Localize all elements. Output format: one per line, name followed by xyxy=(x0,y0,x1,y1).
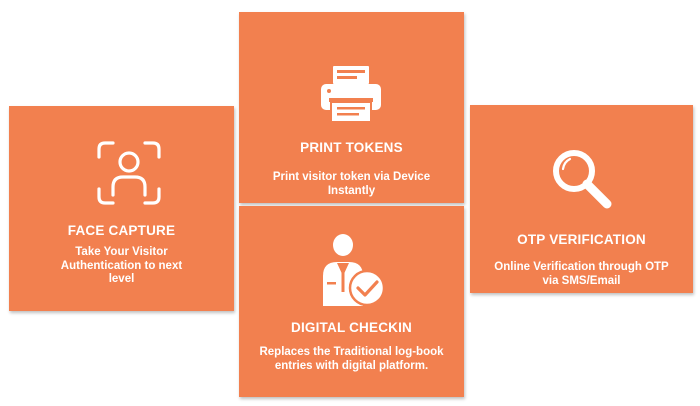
otp-verification-card: OTP VERIFICATION Online Verification thr… xyxy=(470,105,693,293)
magnifier-icon xyxy=(550,147,614,211)
print-tokens-description: Print visitor token via Device Instantly xyxy=(272,171,431,197)
face-capture-title: FACE CAPTURE xyxy=(67,223,176,238)
otp-verification-description: Online Verification through OTP via SMS/… xyxy=(494,261,669,287)
digital-checkin-description: Replaces the Traditional log-book entrie… xyxy=(259,346,444,372)
otp-verification-title: OTP VERIFICATION xyxy=(517,232,646,247)
verified-user-icon xyxy=(321,232,387,308)
face-capture-card: FACE CAPTURE Take Your Visitor Authentic… xyxy=(9,106,234,311)
print-tokens-card: PRINT TOKENS Print visitor token via Dev… xyxy=(239,12,464,203)
digital-checkin-card: DIGITAL CHECKIN Replaces the Traditional… xyxy=(239,206,464,397)
face-capture-description: Take Your Visitor Authentication to next… xyxy=(60,246,183,285)
print-tokens-title: PRINT TOKENS xyxy=(300,140,403,155)
digital-checkin-title: DIGITAL CHECKIN xyxy=(291,320,412,335)
printer-icon xyxy=(317,60,385,128)
face-scan-icon xyxy=(95,139,163,207)
